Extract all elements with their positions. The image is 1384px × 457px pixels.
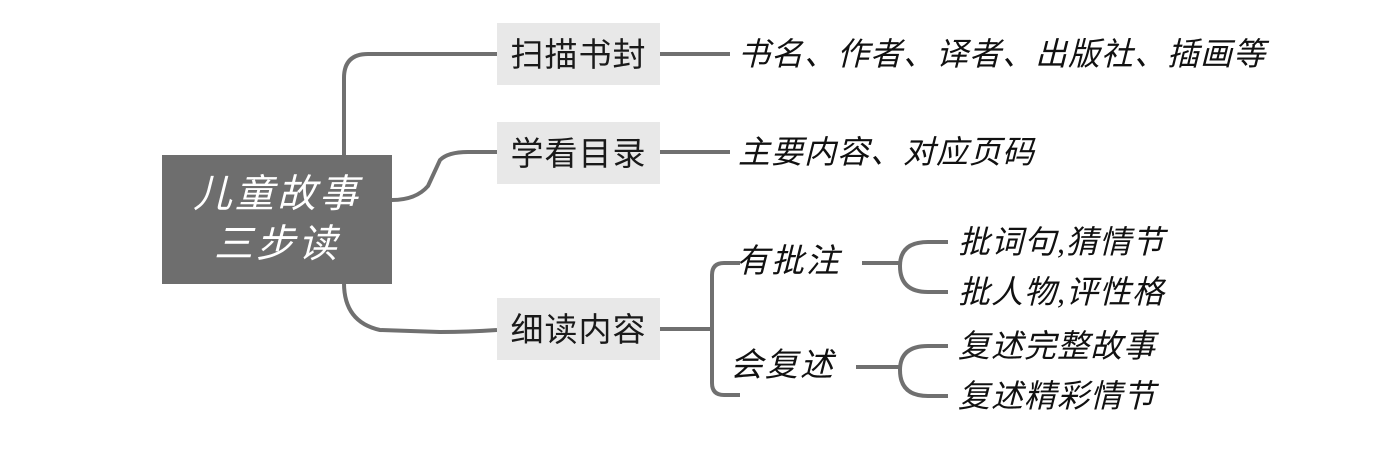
wire-root-to-branch3 — [342, 282, 498, 335]
root-title-line-2: 三步读 — [213, 222, 340, 266]
wire-sub2-bracket — [897, 344, 948, 398]
root-title-line-1: 儿童故事 — [192, 172, 361, 216]
subbranch-node-retell[interactable]: 会复述 — [730, 348, 835, 384]
root-node[interactable]: 儿童故事 三步读 — [162, 155, 392, 284]
branch-node-read-toc[interactable]: 学看目录 — [497, 122, 660, 184]
wire-sub1-bracket — [897, 240, 948, 294]
leaf-scan-cover-details: 书名、作者、译者、出版社、插画等 — [738, 36, 1267, 72]
branch-label-read-content: 细读内容 — [510, 309, 647, 349]
leaf-retell-highlights: 复述精彩情节 — [958, 378, 1157, 414]
leaf-read-toc-details: 主要内容、对应页码 — [738, 134, 1036, 170]
subbranch-node-annotate[interactable]: 有批注 — [736, 244, 841, 280]
leaf-annotate-words-guess-plot: 批词句,猜情节 — [958, 224, 1166, 260]
leaf-retell-whole-story: 复述完整故事 — [958, 328, 1157, 364]
branch-label-read-toc: 学看目录 — [510, 133, 647, 173]
branch-label-scan-cover: 扫描书封 — [510, 34, 647, 74]
wire-root-to-branch2 — [380, 150, 497, 202]
branch-node-scan-cover[interactable]: 扫描书封 — [497, 23, 660, 85]
leaf-annotate-characters-judge-traits: 批人物,评性格 — [958, 274, 1166, 310]
branch-node-read-content[interactable]: 细读内容 — [497, 298, 660, 360]
